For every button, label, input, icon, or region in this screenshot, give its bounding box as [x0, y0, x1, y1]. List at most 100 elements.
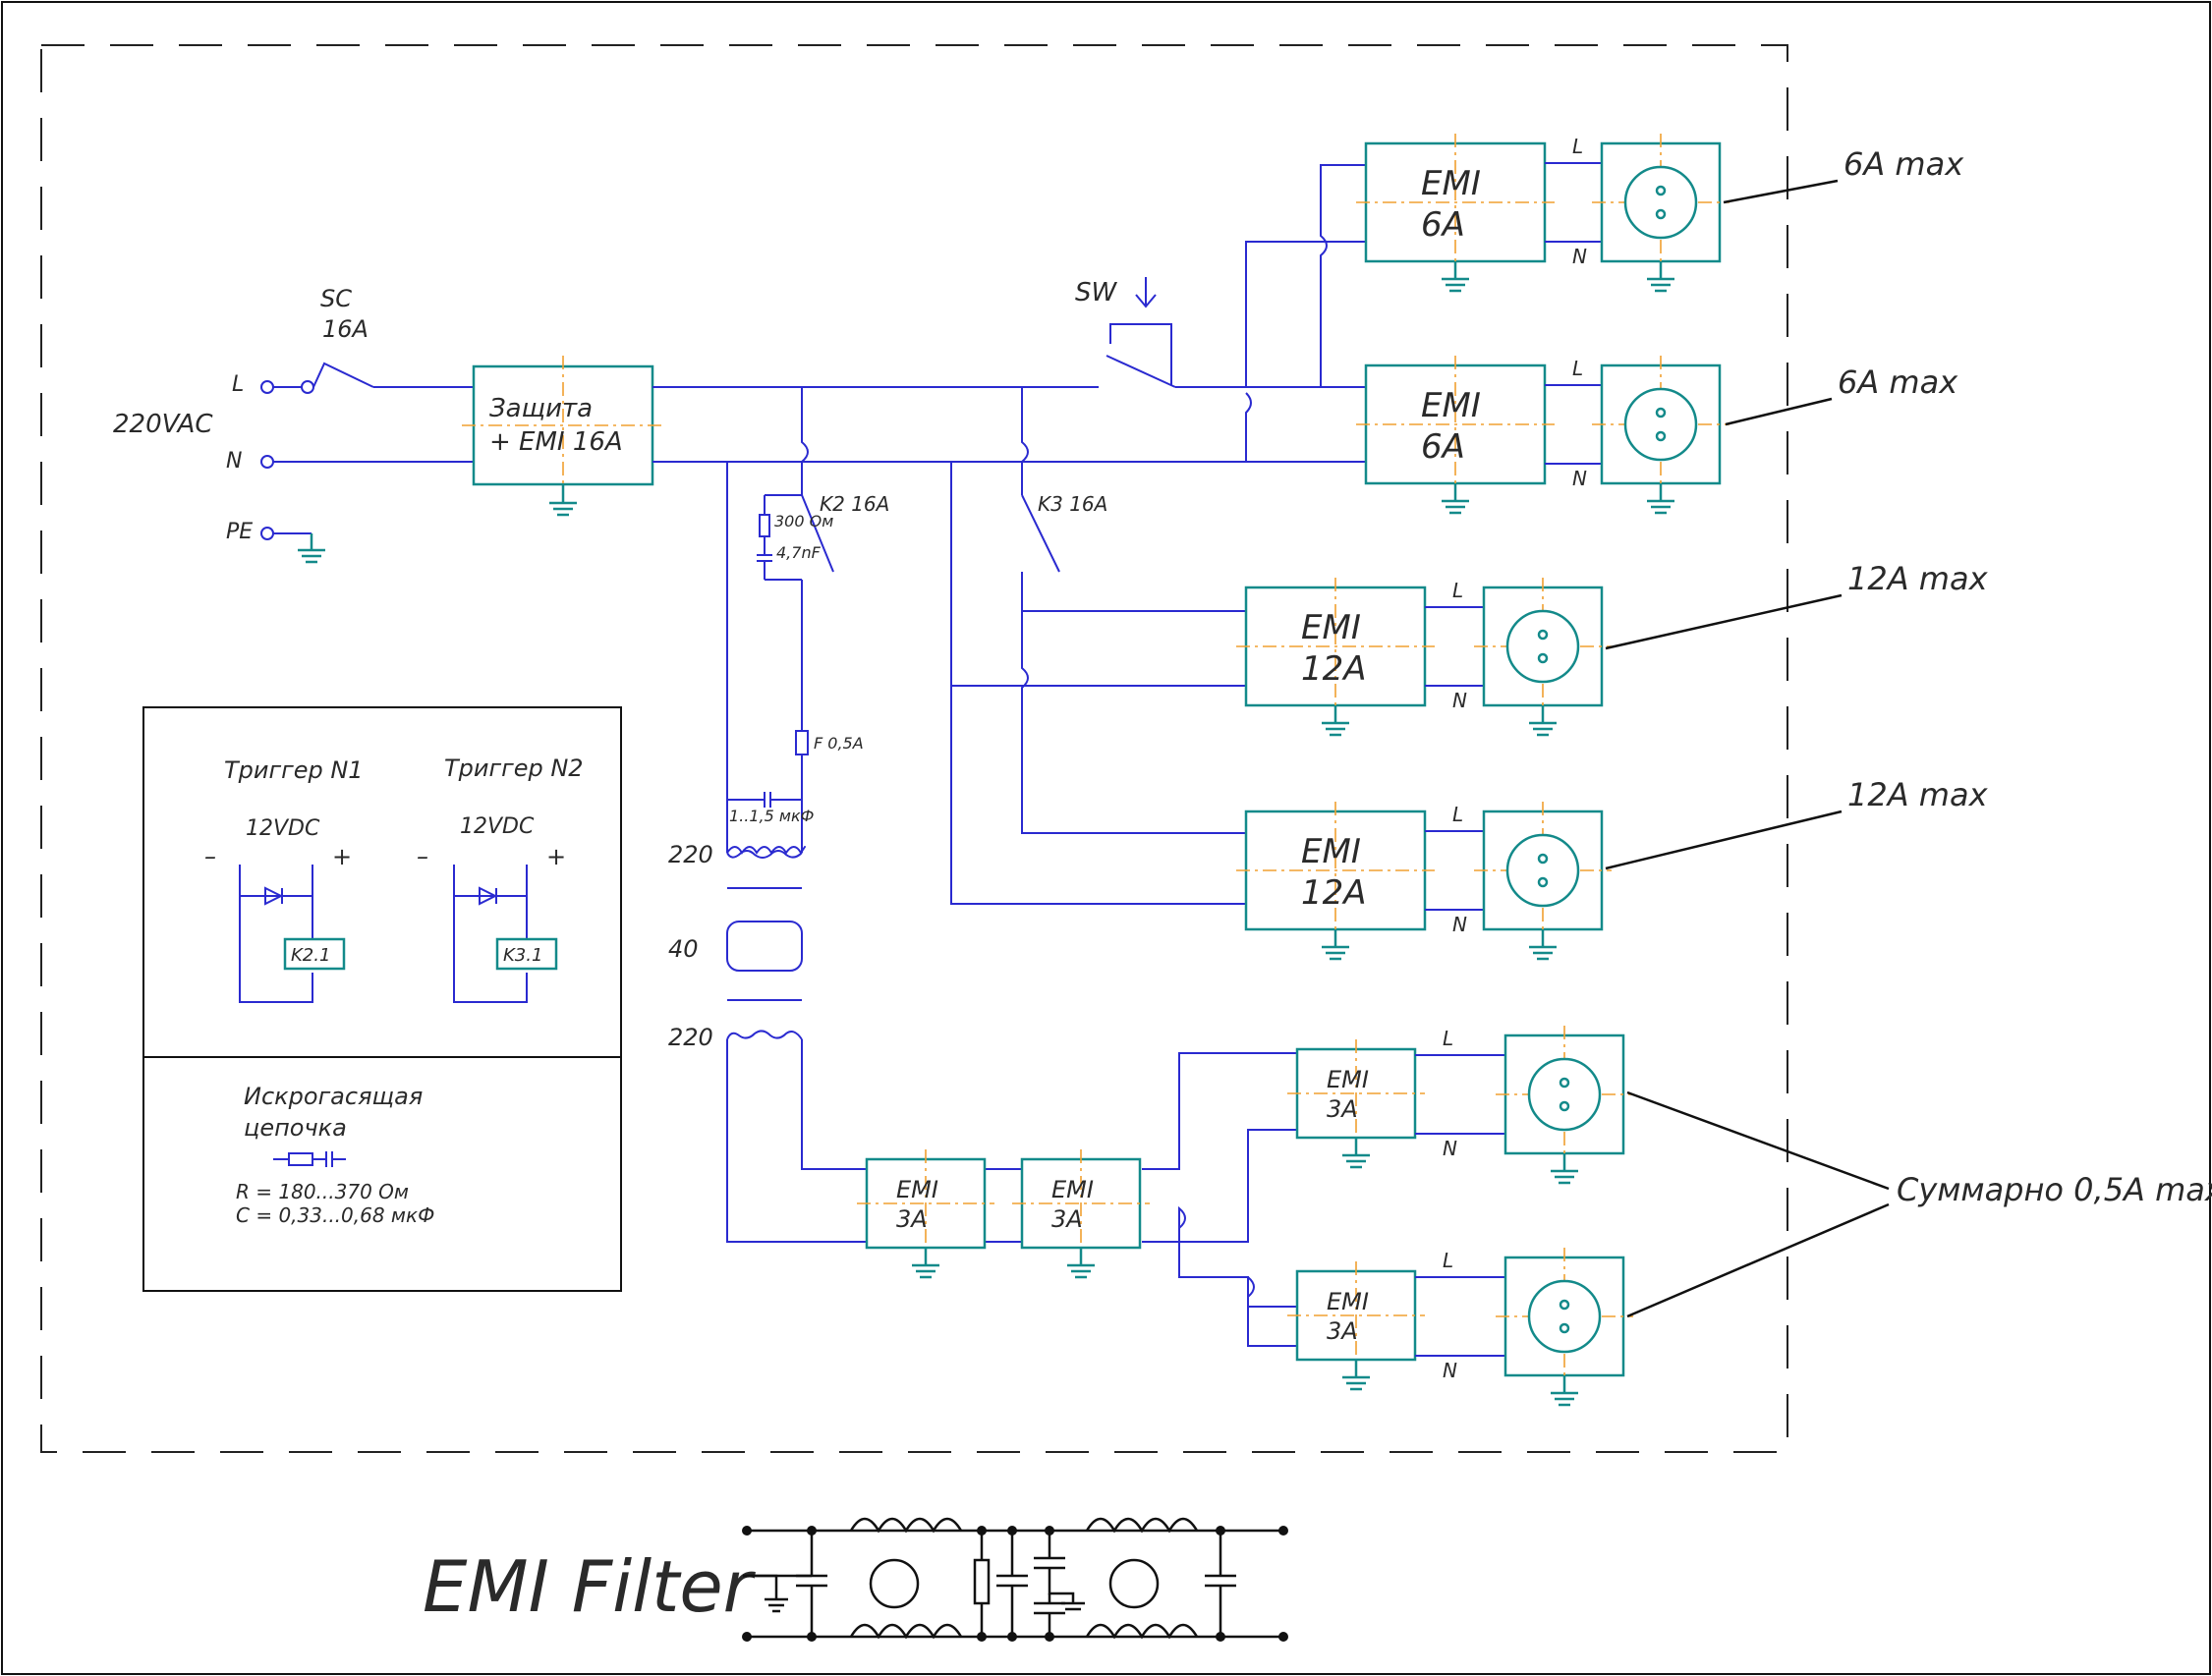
breaker-rating: 16A [322, 315, 369, 343]
filter-label-top: EMI [1301, 832, 1361, 871]
vdc2-label: 12VDC [460, 814, 535, 839]
filter-label-rating: 3A [1327, 1317, 1358, 1345]
minus1: – [204, 843, 216, 870]
snubber-title2: цепочка [244, 1114, 347, 1142]
ground-icon [1551, 1375, 1578, 1407]
snubber-r-label: 300 Ом [774, 512, 833, 531]
outlet-n-label: N [1443, 1359, 1457, 1382]
junction-dot [807, 1526, 817, 1536]
ground-icon [1342, 1138, 1370, 1169]
fuse-label: F 0,5A [814, 734, 864, 753]
trigger2-label: Триггер N2 [444, 754, 584, 782]
socket-icon [1505, 833, 1580, 908]
snubber-title1: Искрогасящая [244, 1083, 423, 1110]
junction-dot [977, 1632, 987, 1642]
socket-icon [1505, 609, 1580, 684]
terminal-l [260, 380, 274, 394]
switch-label: SW [1075, 278, 1118, 307]
ground-icon [1342, 1360, 1370, 1391]
outlet-l-label: L [1572, 357, 1583, 380]
socket-icon [1527, 1279, 1602, 1354]
fuse [795, 730, 809, 755]
minus2: – [417, 843, 428, 870]
outlet-n-label: N [1572, 245, 1587, 268]
filter-label-top: EMI [1301, 608, 1361, 647]
terminal-n [260, 455, 274, 469]
socket-icon [1623, 387, 1698, 462]
outlet-l-label: L [1443, 1249, 1453, 1272]
main-bus [652, 386, 1366, 463]
power-outlet: LN [1425, 578, 1612, 737]
relay-k2: K2 16A 300 Ом 4,7nF F 0,5A [757, 387, 889, 853]
ground-icon [1647, 483, 1674, 515]
outlet-n-label: N [1443, 1137, 1457, 1160]
ground-icon [1322, 705, 1349, 737]
filter-label-rating: 6A [1421, 427, 1465, 467]
main-protection-filter: Защита + EMI 16A [462, 356, 664, 517]
input-l-label: L [232, 372, 244, 397]
ground-icon [1529, 705, 1557, 737]
rating-total: Суммарно 0,5A max [1897, 1171, 2212, 1208]
ratings: 6A max 6A max 12A max 12A max Суммарно 0… [1605, 145, 2212, 1318]
trigger1-label: Триггер N1 [224, 756, 364, 784]
filter-label-rating: 12A [1301, 649, 1367, 689]
transformer-w2: 40 [668, 935, 699, 963]
filter-label-top: EMI [1327, 1288, 1369, 1315]
k2-label: K2 16A [820, 492, 889, 516]
emi-filter-schematic: EMI Filter [423, 1517, 1288, 1642]
legend-box: Триггер N1 Триггер N2 12VDC 12VDC – + – … [142, 706, 622, 1292]
power-outlet: LN [1545, 134, 1730, 293]
cap-label: 1..1,5 мкФ [729, 807, 814, 825]
terminal-l2 [301, 380, 314, 394]
k21-label: K2.1 [291, 945, 330, 966]
outlet-l-label: L [1443, 1027, 1453, 1050]
power-outlet: LN [1545, 356, 1730, 515]
snubber-c-label: 4,7nF [776, 543, 822, 562]
r-range: R = 180...370 Ом [236, 1180, 409, 1203]
junction-dot [1278, 1526, 1288, 1536]
ground-icon [1067, 1248, 1095, 1279]
filter-label-top: EMI [1051, 1176, 1094, 1203]
junction-dot [742, 1526, 752, 1536]
junction-dot [1216, 1526, 1225, 1536]
filter-label-rating: 12A [1301, 873, 1367, 913]
power-outlet: LN [1415, 1248, 1633, 1407]
main-switch: SW [1075, 277, 1246, 388]
power-outlet: LN [1425, 802, 1612, 961]
outlet-l-label: L [1452, 579, 1463, 602]
step-transformer: 1..1,5 мкФ 220 40 220 [668, 462, 867, 1243]
vdc1-label: 12VDC [246, 816, 320, 841]
terminal-pe [260, 527, 274, 540]
junction-dot [1045, 1632, 1054, 1642]
k31-label: K3.1 [503, 945, 542, 966]
filter-label-top: EMI [1421, 164, 1481, 203]
junction-dot [742, 1632, 752, 1642]
c-range: C = 0,33...0,68 мкФ [236, 1203, 434, 1227]
outlet-n-label: N [1572, 467, 1587, 490]
rating-12a-1: 12A max [1847, 560, 1989, 597]
ground-icon [1442, 261, 1469, 293]
ground-icon [912, 1248, 939, 1279]
outlet-l-label: L [1572, 135, 1583, 158]
outlet-n-label: N [1452, 913, 1467, 936]
main-filter-line2: + EMI 16A [489, 427, 623, 457]
ground-icon [1529, 929, 1557, 961]
ground-icon [1322, 929, 1349, 961]
junction-dot [1045, 1526, 1054, 1536]
k21-coil [283, 937, 346, 971]
k31-coil [495, 937, 558, 971]
branch-3a-wiring [985, 1052, 1297, 1347]
ground-pe [298, 533, 325, 564]
junction-dot [807, 1632, 817, 1642]
plus1: + [332, 843, 352, 870]
